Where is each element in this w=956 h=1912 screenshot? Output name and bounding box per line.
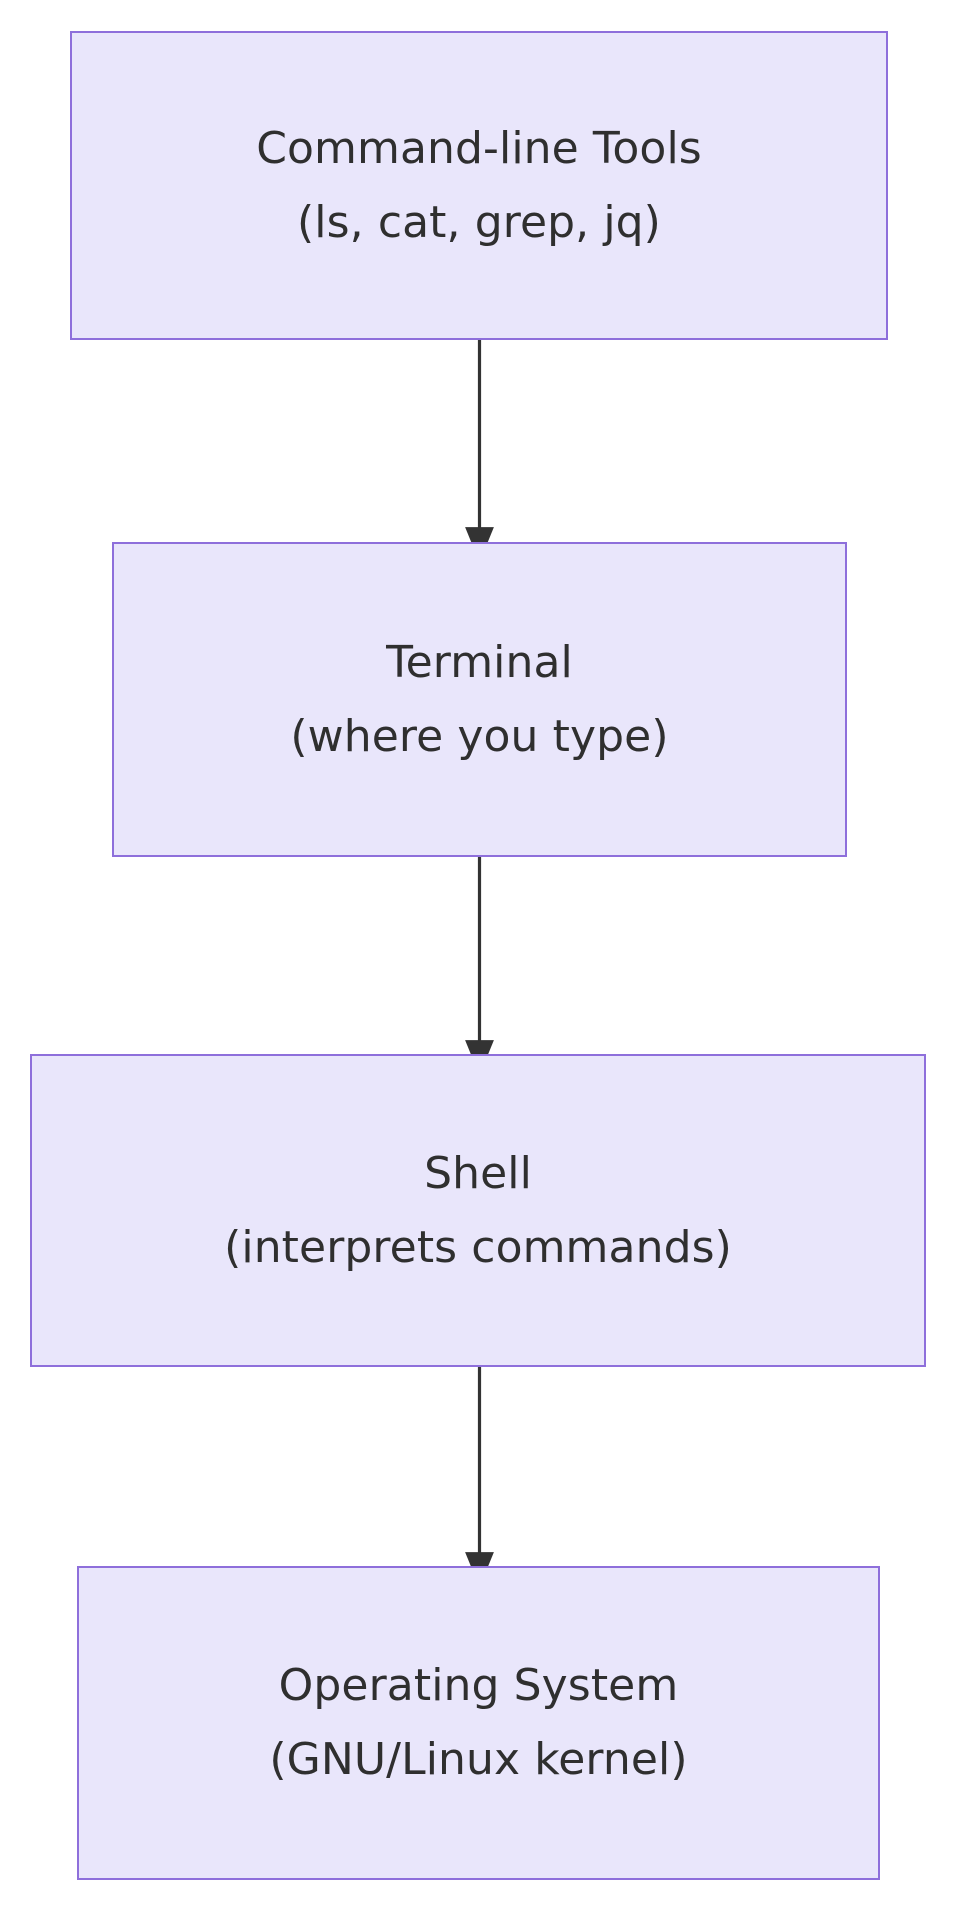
- node-terminal-secondary-label: (where you type): [290, 710, 669, 762]
- node-operating-system-primary-label: Operating System: [278, 1660, 679, 1711]
- node-shell[interactable]: Shell (interprets commands): [30, 1054, 926, 1367]
- node-command-line-tools[interactable]: Command-line Tools (ls, cat, grep, jq): [70, 31, 888, 340]
- node-operating-system[interactable]: Operating System (GNU/Linux kernel): [77, 1566, 880, 1880]
- node-shell-secondary-label: (interprets commands): [224, 1221, 732, 1273]
- node-shell-primary-label: Shell: [424, 1147, 532, 1199]
- node-operating-system-secondary-label: (GNU/Linux kernel): [269, 1734, 688, 1785]
- node-command-line-tools-secondary-label: (ls, cat, grep, jq): [297, 196, 661, 248]
- node-terminal-primary-label: Terminal: [386, 636, 573, 688]
- node-command-line-tools-primary-label: Command-line Tools: [256, 122, 702, 174]
- node-terminal[interactable]: Terminal (where you type): [112, 542, 847, 857]
